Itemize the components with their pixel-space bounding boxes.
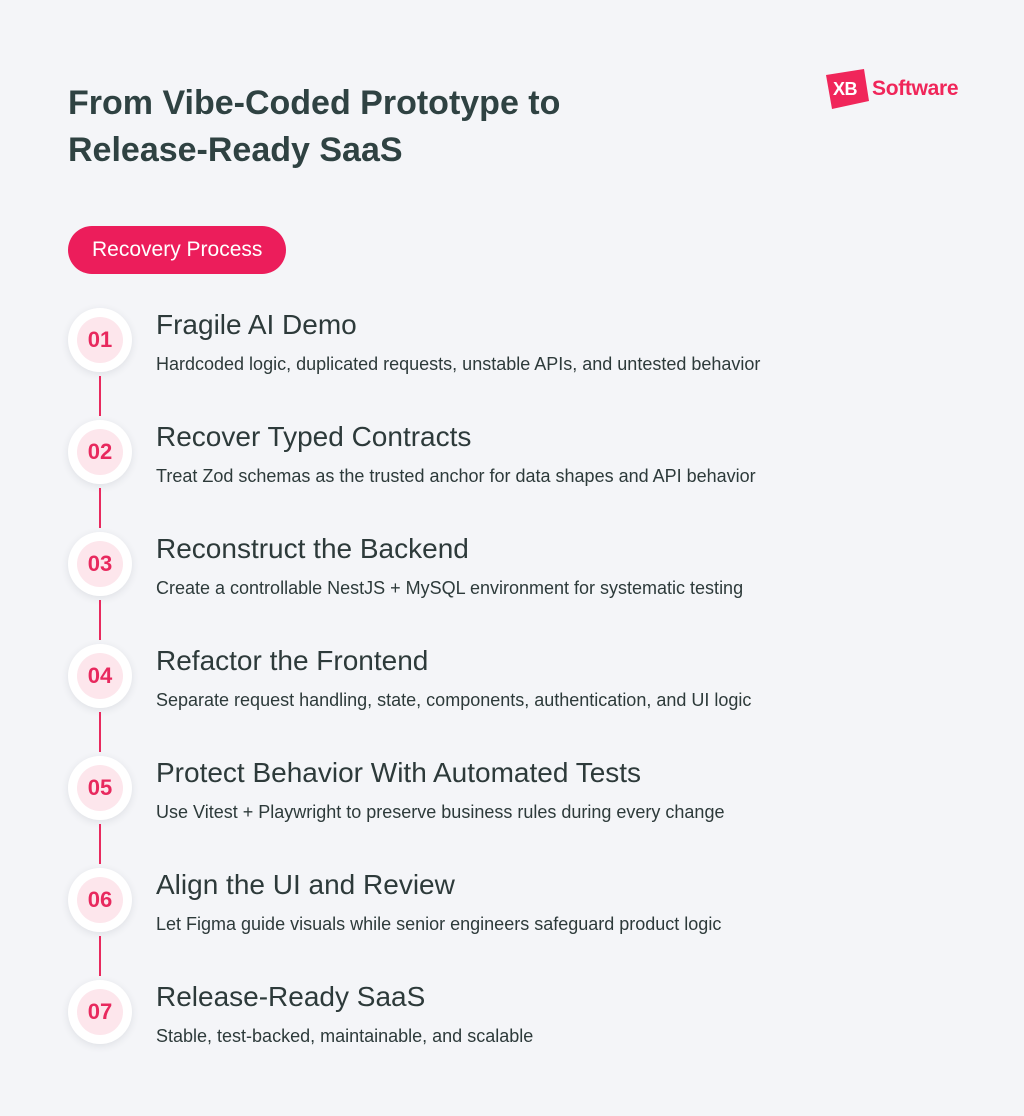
step-number-badge: 02 bbox=[68, 420, 132, 484]
step-number: 05 bbox=[77, 765, 123, 811]
page-title: From Vibe-Coded Prototype to Release-Rea… bbox=[68, 84, 561, 169]
step-item-2: 02 Recover Typed Contracts Treat Zod sch… bbox=[68, 420, 968, 532]
step-item-1: 01 Fragile AI Demo Hardcoded logic, dupl… bbox=[68, 308, 968, 420]
logo-text: Software bbox=[872, 77, 959, 100]
step-item-3: 03 Reconstruct the Backend Create a cont… bbox=[68, 532, 968, 644]
section-label-badge: Recovery Process bbox=[68, 226, 287, 274]
step-title: Fragile AI Demo bbox=[156, 309, 357, 340]
step-connector-line bbox=[99, 824, 101, 864]
step-description: Stable, test-backed, maintainable, and s… bbox=[156, 1026, 534, 1046]
step-title: Reconstruct the Backend bbox=[156, 533, 469, 564]
step-description: Use Vitest + Playwright to preserve busi… bbox=[156, 802, 725, 822]
step-number: 03 bbox=[77, 541, 123, 587]
step-description: Let Figma guide visuals while senior eng… bbox=[156, 914, 722, 934]
step-description: Create a controllable NestJS + MySQL env… bbox=[156, 578, 744, 598]
process-steps-list: 01 Fragile AI Demo Hardcoded logic, dupl… bbox=[68, 308, 968, 1092]
step-number: 04 bbox=[77, 653, 123, 699]
step-connector-line bbox=[99, 488, 101, 528]
step-number-badge: 07 bbox=[68, 980, 132, 1044]
step-title: Refactor the Frontend bbox=[156, 645, 429, 676]
step-number: 06 bbox=[77, 877, 123, 923]
step-number: 01 bbox=[77, 317, 123, 363]
step-title: Align the UI and Review bbox=[156, 869, 455, 900]
step-number-badge: 03 bbox=[68, 532, 132, 596]
step-number-badge: 01 bbox=[68, 308, 132, 372]
step-item-6: 06 Align the UI and Review Let Figma gui… bbox=[68, 868, 968, 980]
step-item-4: 04 Refactor the Frontend Separate reques… bbox=[68, 644, 968, 756]
company-logo: XB Software bbox=[820, 66, 959, 112]
step-title: Protect Behavior With Automated Tests bbox=[156, 757, 642, 788]
step-connector-line bbox=[99, 600, 101, 640]
step-number-badge: 04 bbox=[68, 644, 132, 708]
step-connector-line bbox=[99, 712, 101, 752]
step-number: 07 bbox=[77, 989, 123, 1035]
step-number-badge: 05 bbox=[68, 756, 132, 820]
step-number-badge: 06 bbox=[68, 868, 132, 932]
step-connector-line bbox=[99, 936, 101, 976]
step-title: Recover Typed Contracts bbox=[156, 421, 472, 452]
step-title: Release-Ready SaaS bbox=[156, 981, 426, 1012]
step-connector-line bbox=[99, 376, 101, 416]
logo-mark-icon: XB bbox=[820, 67, 870, 111]
step-description: Treat Zod schemas as the trusted anchor … bbox=[156, 466, 756, 486]
step-description: Hardcoded logic, duplicated requests, un… bbox=[156, 354, 761, 374]
logo-mark-text: XB bbox=[832, 78, 858, 99]
step-description: Separate request handling, state, compon… bbox=[156, 690, 752, 710]
step-item-5: 05 Protect Behavior With Automated Tests… bbox=[68, 756, 968, 868]
step-number: 02 bbox=[77, 429, 123, 475]
step-item-7: 07 Release-Ready SaaS Stable, test-backe… bbox=[68, 980, 968, 1092]
